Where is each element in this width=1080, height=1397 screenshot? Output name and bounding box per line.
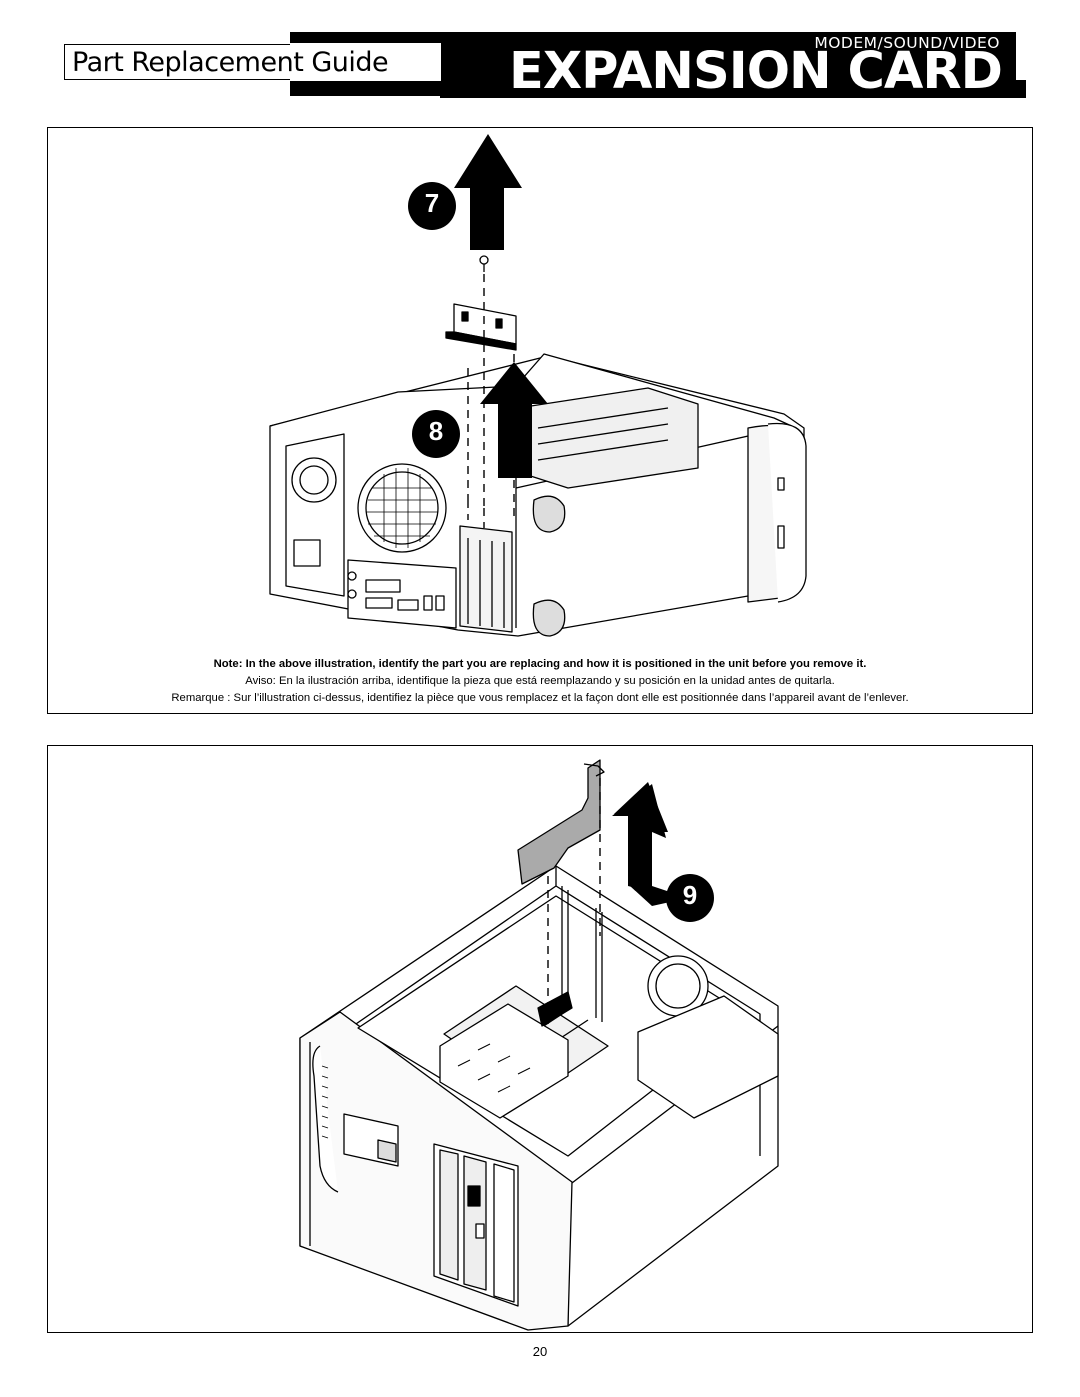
step-9-badge: [666, 874, 714, 922]
illustration-panel-bottom: 9: [47, 745, 1033, 1333]
guide-label: Part Replacement Guide: [72, 47, 389, 78]
arrow-up-7-icon: [454, 134, 522, 250]
note-english: Note: In the above illustration, identif…: [213, 658, 867, 670]
category-label: MODEM/SOUND/VIDEO: [814, 34, 1000, 52]
guide-label-box-overlap: [290, 42, 442, 82]
step-9-number: 9: [682, 880, 698, 910]
note-spanish: Aviso: En la ilustración arriba, identif…: [245, 675, 835, 687]
page-title: EXPANSION CARD: [508, 42, 1003, 101]
step-7-badge: [408, 182, 456, 230]
page-number: 20: [532, 1344, 548, 1359]
open-chassis-illustration: [299, 759, 779, 1331]
notes-block: Note: In the above illustration, identif…: [48, 656, 1032, 707]
note-french: Remarque : Sur l’illustration ci-dessus,…: [171, 692, 909, 704]
step-8-badge: [412, 410, 460, 458]
step-7-number: 7: [424, 188, 440, 218]
illustration-panel-top: 7 8 Note: In the above illustration, ide…: [47, 127, 1033, 714]
step-8-number: 8: [428, 416, 444, 446]
arrow-up-8-icon: [480, 362, 548, 478]
rear-chassis-illustration: [269, 134, 807, 637]
